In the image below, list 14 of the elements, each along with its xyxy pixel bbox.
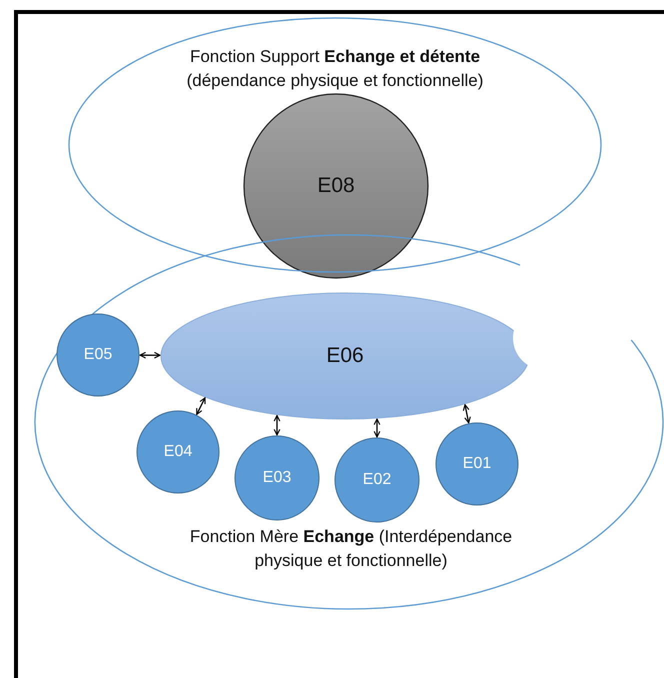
group-title: Fonction Mère Echange (Interdépendance physique et fonctionnelle)	[188, 526, 514, 572]
component-label: E04	[164, 443, 192, 461]
component-label: E01	[462, 455, 492, 473]
group-title: Fonction Support Echange et détente (dépendance physique et fonctionnelle)	[186, 46, 484, 92]
component-label: E03	[262, 469, 292, 487]
double-arrow	[374, 418, 380, 438]
double-arrow	[139, 352, 161, 359]
component-label: E05	[84, 346, 112, 364]
double-arrow	[196, 397, 206, 415]
double-arrow	[274, 414, 280, 436]
double-arrow	[462, 404, 471, 424]
component-label: E08	[317, 174, 355, 198]
component-label: E02	[362, 471, 392, 489]
component-label: E06	[326, 344, 364, 368]
